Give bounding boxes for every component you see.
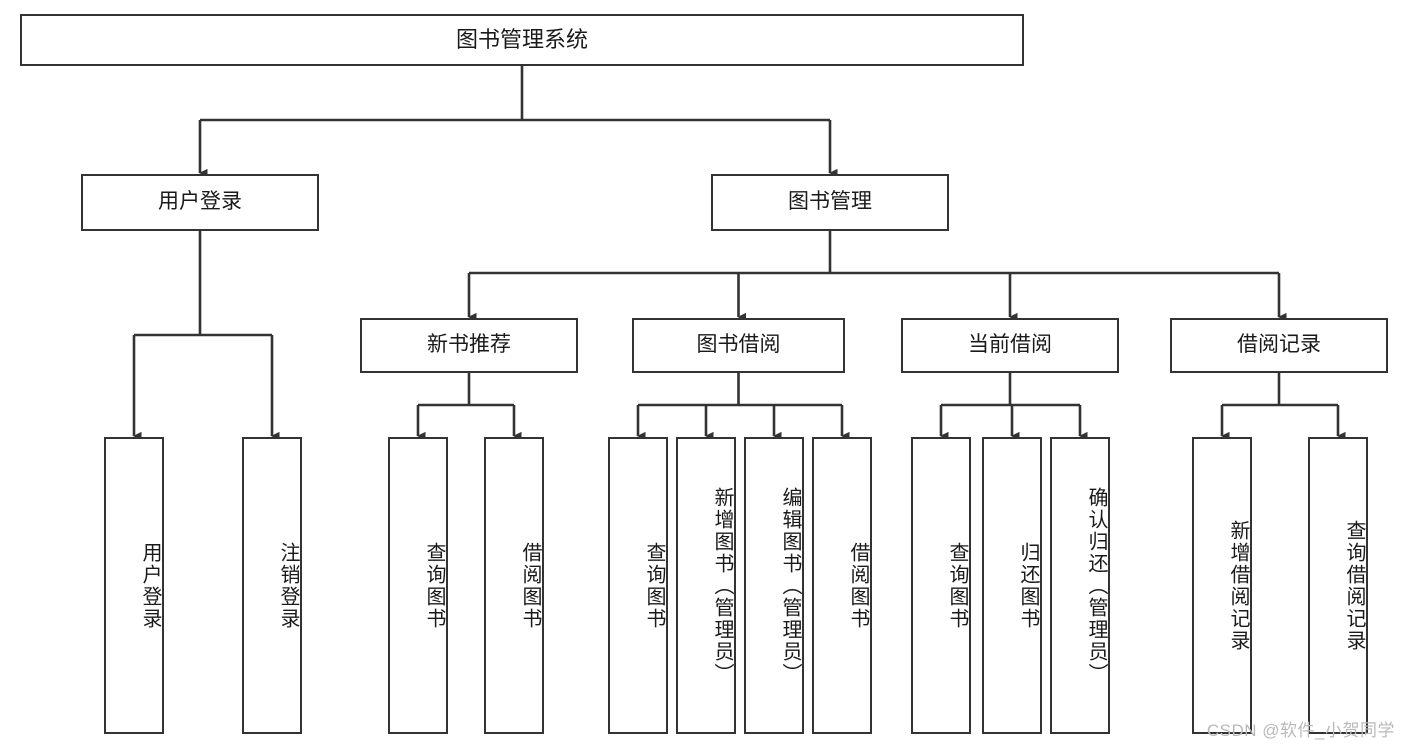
node-label: 新书推荐 [427, 333, 511, 357]
csdn-watermark: CSDN @软件_小贺同学 [1206, 721, 1395, 740]
node-root-system[interactable]: 图书管理系统 [20, 14, 1024, 66]
node-label: 新增借阅记录 [1227, 519, 1249, 652]
node-label: 编辑图书（管理员） [779, 486, 801, 685]
node-label: 归还图书 [1017, 541, 1039, 630]
node-leaf-query-borrowing-record[interactable]: 查询借阅记录 [1308, 437, 1368, 734]
node-leaf-return-book[interactable]: 归还图书 [982, 437, 1042, 734]
node-leaf-add-borrowing-record[interactable]: 新增借阅记录 [1192, 437, 1252, 734]
node-label: 新增图书（管理员） [711, 486, 733, 685]
node-current-borrowing[interactable]: 当前借阅 [901, 318, 1119, 373]
node-label: 图书管理系统 [455, 26, 588, 52]
node-borrowing-record[interactable]: 借阅记录 [1170, 318, 1388, 373]
node-new-book-recommendation[interactable]: 新书推荐 [360, 318, 578, 373]
node-label: 借阅图书 [519, 541, 541, 630]
node-label: 查询图书 [643, 541, 665, 630]
node-leaf-borrow-book-recommendation[interactable]: 借阅图书 [484, 437, 544, 734]
node-label: 查询图书 [946, 541, 968, 630]
node-leaf-query-book-recommendation[interactable]: 查询图书 [388, 437, 448, 734]
node-label: 借阅图书 [847, 541, 869, 630]
node-leaf-add-book-admin[interactable]: 新增图书（管理员） [676, 437, 736, 734]
node-label: 查询图书 [423, 541, 445, 630]
node-leaf-borrow-book-borrowing[interactable]: 借阅图书 [812, 437, 872, 734]
node-leaf-user-login[interactable]: 用户登录 [104, 437, 164, 734]
node-user-login[interactable]: 用户登录 [81, 174, 319, 231]
node-leaf-confirm-return-admin[interactable]: 确认归还（管理员） [1050, 437, 1110, 734]
node-label: 图书借阅 [696, 333, 781, 357]
node-label: 注销登录 [277, 541, 299, 630]
node-label: 确认归还（管理员） [1085, 486, 1107, 685]
node-label: 图书管理 [788, 190, 872, 214]
node-leaf-query-book-borrowing[interactable]: 查询图书 [608, 437, 668, 734]
node-leaf-logout[interactable]: 注销登录 [242, 437, 302, 734]
node-label: 当前借阅 [968, 333, 1052, 357]
node-label: 用户登录 [158, 190, 242, 214]
node-label: 查询借阅记录 [1343, 519, 1365, 652]
node-leaf-edit-book-admin[interactable]: 编辑图书（管理员） [744, 437, 804, 734]
node-leaf-query-book-current[interactable]: 查询图书 [911, 437, 971, 734]
node-book-borrowing[interactable]: 图书借阅 [632, 318, 845, 373]
node-book-management[interactable]: 图书管理 [711, 174, 949, 231]
node-label: 借阅记录 [1237, 333, 1321, 357]
node-label: 用户登录 [139, 541, 161, 630]
